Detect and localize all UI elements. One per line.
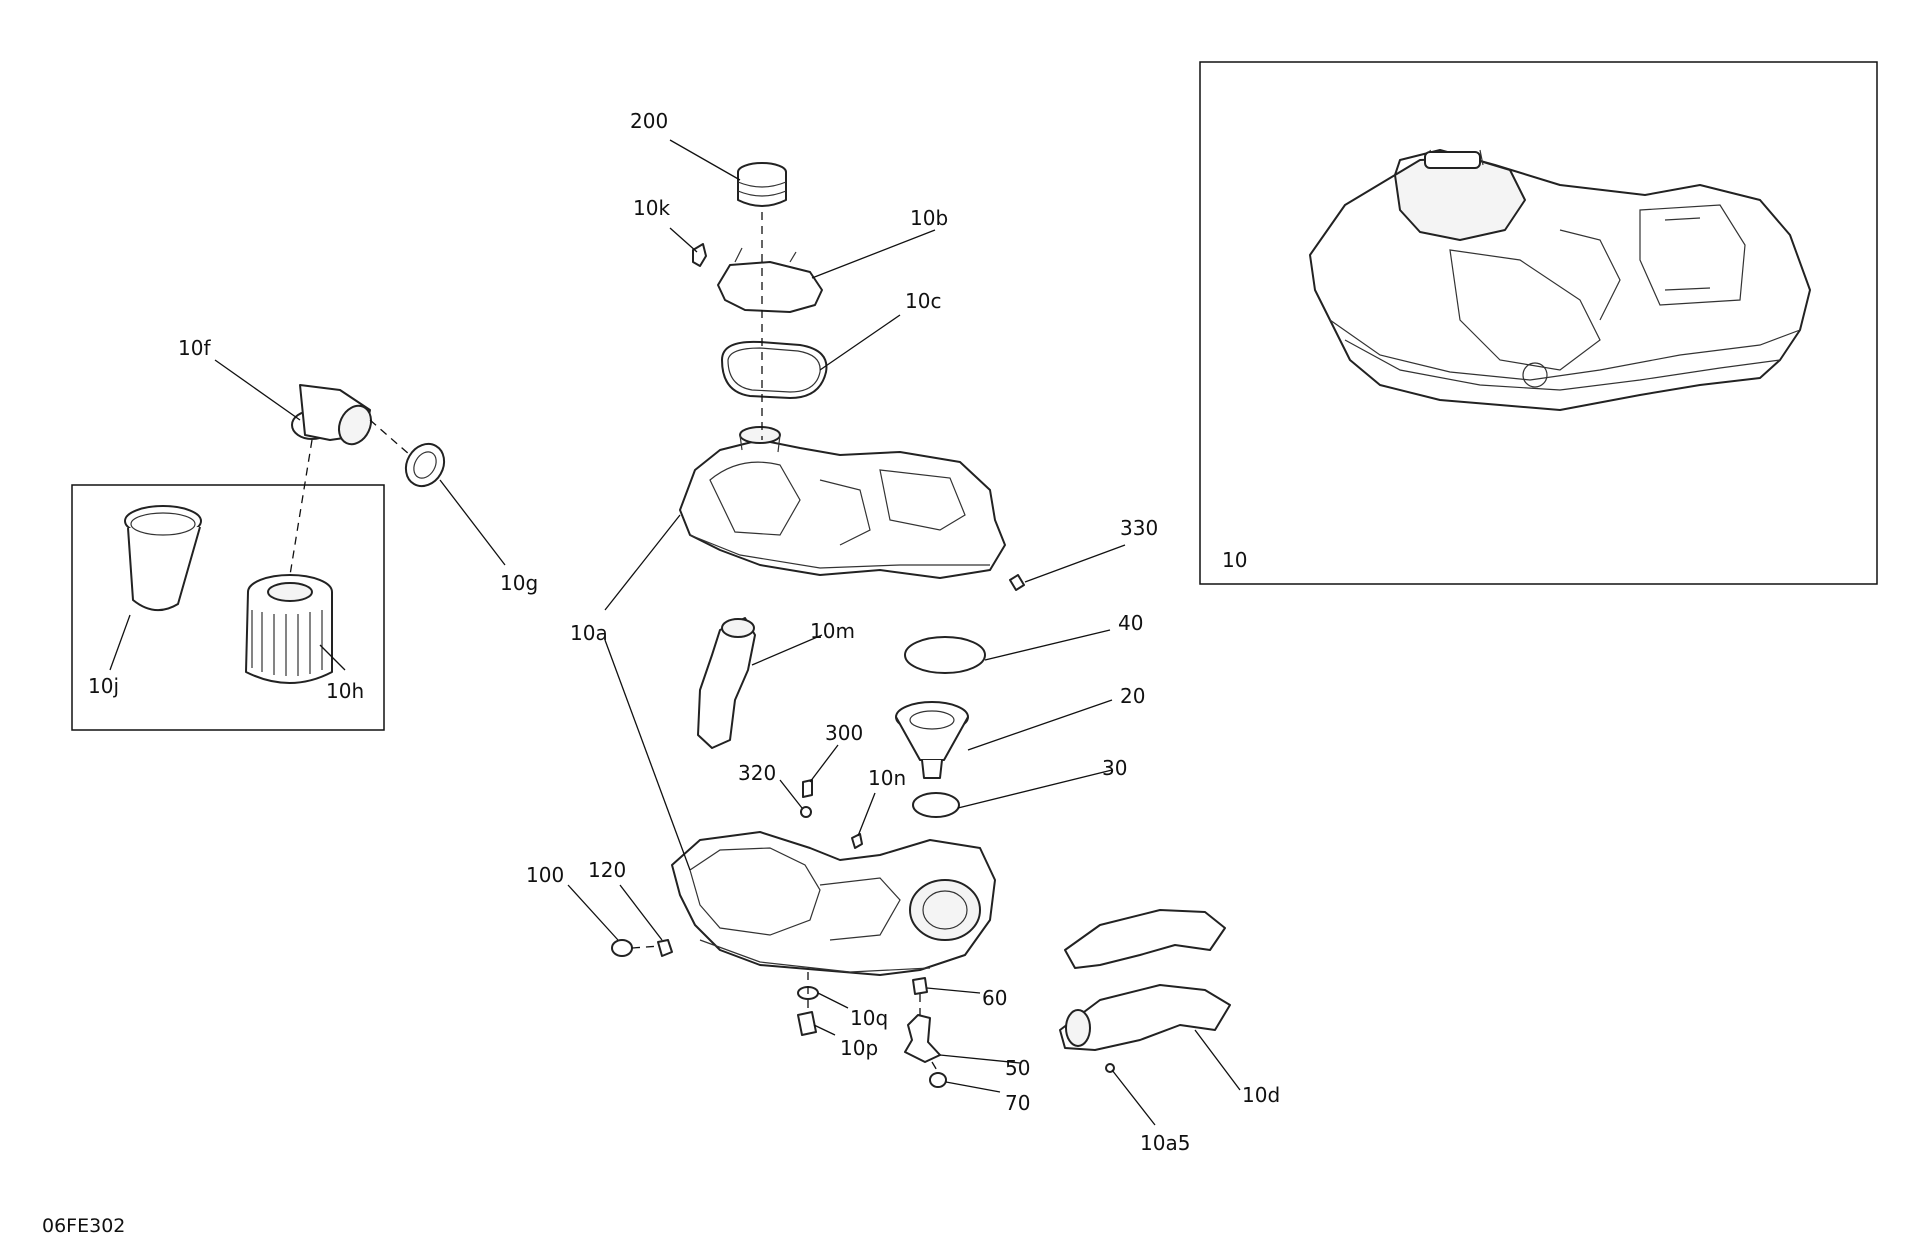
callout-300: 300 — [825, 721, 863, 745]
plug-100-illustration — [611, 939, 633, 957]
callout-10b: 10b — [910, 206, 948, 230]
callout-10k: 10k — [633, 196, 670, 220]
leader-330 — [1024, 544, 1126, 583]
elbow-10f-illustration — [291, 384, 373, 446]
leader-10m — [751, 634, 823, 666]
air-filter-10h-illustration — [245, 574, 333, 684]
sleeve-200-illustration — [737, 162, 787, 207]
callout-70: 70 — [1005, 1091, 1030, 1115]
alignment-line-drain-cap — [931, 1061, 939, 1073]
callout-40: 40 — [1118, 611, 1143, 635]
callout-120: 120 — [588, 858, 626, 882]
callout-10a5: 10a5 — [1140, 1131, 1190, 1155]
callout-10d: 10d — [1242, 1083, 1280, 1107]
alignment-line-elbow-filter — [289, 439, 313, 576]
leader-10n — [857, 792, 876, 837]
leader-10h — [319, 644, 346, 671]
callout-320: 320 — [738, 761, 776, 785]
leader-100 — [567, 884, 619, 941]
leader-10p — [813, 1024, 836, 1036]
plug-10p-illustration — [797, 1011, 817, 1036]
callout-20: 20 — [1120, 684, 1145, 708]
screw-330-illustration — [1009, 574, 1025, 591]
assembly-inset-frame — [1199, 61, 1878, 585]
leader-10g — [439, 479, 506, 566]
callout-60: 60 — [982, 986, 1007, 1010]
leader-10b — [811, 229, 936, 279]
gasket-10c-illustration — [721, 340, 828, 399]
leader-300 — [809, 744, 839, 783]
screw-300-illustration — [802, 779, 813, 798]
assembled-airbox-illustration — [1309, 149, 1811, 411]
valve-50-illustration — [904, 1014, 941, 1063]
funnel-20-illustration — [895, 701, 969, 779]
callout-50: 50 — [1005, 1056, 1030, 1080]
callout-330: 330 — [1120, 516, 1158, 540]
leader-70 — [945, 1081, 1001, 1093]
leader-320 — [779, 779, 803, 809]
leader-40 — [984, 629, 1111, 661]
leader-60 — [926, 987, 981, 994]
leader-10j — [109, 614, 131, 671]
ring-10g-illustration — [404, 442, 446, 488]
leader-10c — [819, 314, 901, 371]
cover-10b-illustration — [717, 261, 823, 313]
leader-50 — [939, 1054, 1021, 1064]
callout-10a: 10a — [570, 621, 608, 645]
callout-10p: 10p — [840, 1036, 878, 1060]
leader-10f — [214, 359, 301, 421]
clip-120-illustration — [657, 939, 673, 957]
leader-10a5 — [1111, 1069, 1156, 1126]
clamp-30-illustration — [912, 792, 960, 818]
callout-10j: 10j — [88, 674, 119, 698]
callout-10g: 10g — [500, 571, 538, 595]
callout-10c: 10c — [905, 289, 941, 313]
clip-10k-illustration — [692, 243, 707, 267]
callout-200: 200 — [630, 109, 668, 133]
leader-200 — [669, 139, 741, 181]
duct-10m-illustration — [697, 617, 756, 749]
alignment-line-plug — [631, 945, 661, 949]
callout-10n: 10n — [868, 766, 906, 790]
air-duct-10d-illustration — [1059, 909, 1231, 1051]
valve-60-illustration — [912, 977, 928, 995]
filter-sleeve-10j-illustration — [124, 505, 202, 611]
leader-10q — [817, 992, 849, 1009]
leader-20 — [967, 699, 1113, 751]
washer-320-illustration — [800, 806, 812, 818]
ring-40-illustration — [904, 636, 986, 674]
leader-10d — [1194, 1029, 1241, 1091]
leader-30 — [957, 769, 1113, 809]
leader-10a-upper — [604, 514, 681, 611]
callout-30: 30 — [1102, 756, 1127, 780]
alignment-line-elbow-ring — [369, 419, 411, 456]
leader-120 — [619, 884, 663, 941]
filter-inset-frame — [71, 484, 385, 731]
fitting-10n-illustration — [851, 833, 863, 849]
upper-airbox-10a-illustration — [679, 426, 1006, 579]
callout-10h: 10h — [326, 679, 364, 703]
callout-10m: 10m — [810, 619, 855, 643]
lower-airbox-illustration — [671, 831, 996, 976]
callout-10f: 10f — [178, 336, 211, 360]
callout-10q: 10q — [850, 1006, 888, 1030]
leader-10k — [669, 227, 698, 253]
drawing-code: 06FE302 — [42, 1215, 125, 1237]
inset-label: 10 — [1222, 548, 1247, 572]
leader-10a-lower — [604, 639, 691, 871]
callout-100: 100 — [526, 863, 564, 887]
cap-70-illustration — [929, 1072, 947, 1088]
